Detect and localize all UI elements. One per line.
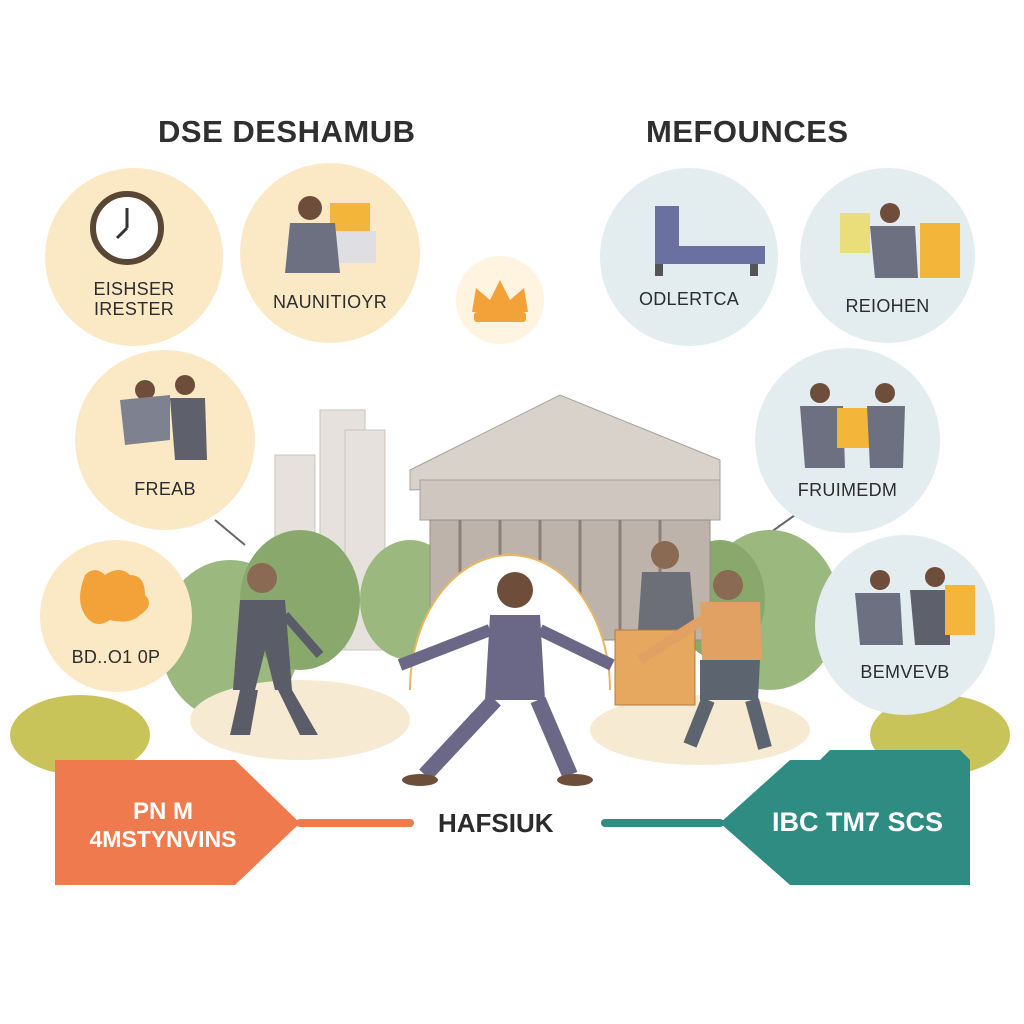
- worker-with-boxes-icon: [285, 196, 376, 273]
- right-circle-1: ODLERTCA: [600, 168, 778, 346]
- center-bottom-label: HAFSIUK: [438, 808, 554, 838]
- left-arrow-shape: [55, 760, 300, 885]
- left-circle-1-label: EISHSER IRESTER: [93, 278, 175, 320]
- left-circle-2-label: NAUNITIOYR: [272, 292, 387, 313]
- workers-with-crates-icon: [855, 567, 975, 645]
- left-person: [230, 563, 324, 735]
- right-arrow-box: IBC TM7 SCS: [772, 800, 943, 844]
- puzzle-piece-icon: [80, 570, 149, 624]
- right-circle-3-label: FRUIMEDM: [797, 480, 898, 501]
- left-arrow-line2: 4MSTYNVINS: [89, 825, 237, 852]
- clock-icon: [90, 191, 164, 265]
- crown-icon: [456, 256, 544, 344]
- right-heading: MEFOUNCES: [646, 114, 849, 149]
- right-arrow-line1: IBC TM7 SCS: [772, 806, 944, 837]
- left-arrow-line1: PN M: [133, 797, 193, 825]
- workers-with-crates-icon: [840, 203, 960, 278]
- right-circle-3: FRUIMEDM: [755, 348, 940, 533]
- left-circle-3: FREAB: [75, 350, 255, 530]
- right-circle-4: BEMVEVB: [815, 535, 995, 715]
- crate: [614, 629, 696, 706]
- workers-carrying-icon: [120, 375, 207, 460]
- left-arrow-box: PN M 4MSTYNVINS: [78, 790, 248, 860]
- left-circle-2: NAUNITIOYR: [240, 163, 420, 343]
- workers-with-crates-icon: [800, 383, 905, 468]
- right-arrow-shape: [720, 760, 970, 885]
- right-circle-2-label: REIOHEN: [845, 296, 930, 317]
- left-circle-1: EISHSER IRESTER: [45, 168, 223, 346]
- right-circle-2: REIOHEN: [800, 168, 975, 343]
- bed-furniture-icon: [655, 206, 765, 276]
- left-circle-4-label: BD..O1 0P: [71, 647, 161, 668]
- left-heading: DSE DESHAMUB: [158, 114, 416, 149]
- seated-person: [638, 541, 695, 630]
- right-circle-1-label: ODLERTCA: [638, 289, 740, 310]
- left-circle-3-label: FREAB: [134, 479, 196, 500]
- left-circle-4: BD..O1 0P: [40, 540, 192, 692]
- central-person: [397, 572, 615, 786]
- right-person: [637, 570, 772, 750]
- right-circle-4-label: BEMVEVB: [860, 662, 950, 683]
